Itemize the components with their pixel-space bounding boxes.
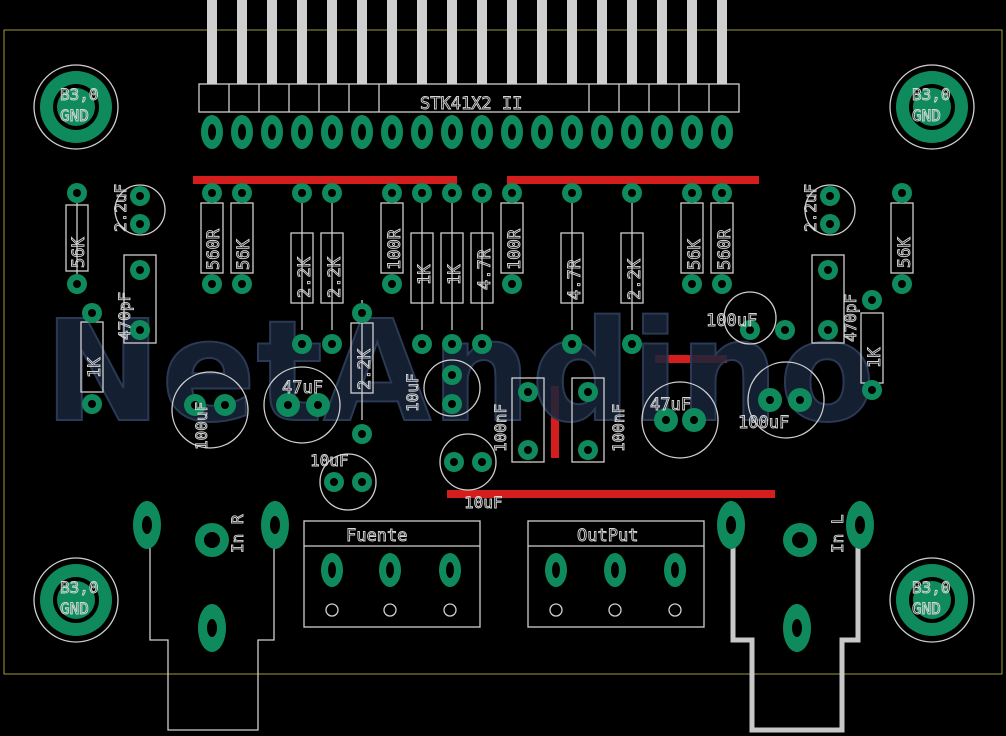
resistor-r56k-right [680, 183, 704, 294]
resistor-r560r-right [710, 183, 734, 294]
ic-pads [201, 115, 733, 149]
mount-hole-tr [889, 64, 975, 150]
cap-100n-b [571, 377, 605, 463]
label-2u2-left: 2.2uF [111, 184, 130, 232]
cap-2u2-right [804, 184, 856, 236]
resistor-r4r7-a [470, 183, 494, 354]
resistor-r1k-right [860, 290, 884, 400]
jumper-traces [193, 176, 775, 498]
cap-2u2-left [114, 184, 166, 236]
mount-hole-bl-net: GND [60, 599, 89, 618]
terminal-power-label: Fuente [346, 526, 407, 546]
resistor-r56k-left [65, 183, 89, 294]
label-100u-right: 100uF [738, 413, 789, 433]
terminal-output-label: OutPut [577, 526, 638, 546]
cap-100u-right [747, 361, 825, 439]
resistor-r100r-left [380, 183, 404, 294]
resistor-r560r-left [200, 183, 224, 294]
label-100u-left: 100uF [192, 402, 211, 450]
label-2k2-c: 2.2K [355, 348, 375, 390]
label-2k2-d: 2.2K [625, 258, 645, 300]
label-10u-lower: 10uF [464, 493, 503, 512]
resistor-r2k2-a [290, 183, 314, 354]
terminal-power [303, 520, 481, 628]
resistor-r2k2-b [320, 183, 344, 354]
resistor-r2k2-c [350, 300, 374, 444]
label-4r7-a: 4.7R [475, 248, 495, 290]
cap-470p-right [811, 254, 845, 344]
label-470p-right: 470pF [841, 294, 860, 342]
cap-100u-left [171, 371, 249, 449]
label-47u-right: 47uF [650, 395, 691, 415]
mount-hole-tr-net: GND [912, 106, 941, 125]
resistor-r100r-right [500, 183, 524, 294]
label-2k2-a: 2.2K [295, 256, 315, 298]
header-pins [207, 0, 727, 84]
mount-hole-br-net: GND [912, 599, 941, 618]
mount-hole-bl [33, 557, 119, 643]
rca-jack-left [717, 501, 874, 733]
ic-pin-dividers [228, 84, 710, 112]
label-1k-b: 1K [445, 264, 465, 285]
rca-jack-left-label: In L [828, 514, 847, 553]
cap-47u-right [641, 381, 719, 459]
label-10u-mid: 10uF [403, 373, 422, 412]
label-1k-right: 1K [865, 347, 885, 368]
cap-100u-right-top [723, 291, 795, 345]
label-2k2-b: 2.2K [325, 256, 345, 298]
cap-10u-lower [439, 433, 497, 491]
ic-label: STK41X2 II [420, 94, 522, 114]
mount-hole-tl-value: B3,0 [60, 85, 99, 104]
mount-hole-bl-value: B3,0 [60, 578, 99, 597]
label-100n-b: 100nF [609, 404, 628, 452]
label-100u-right-top: 100uF [706, 311, 757, 331]
cap-470p-left [123, 254, 157, 344]
label-56k-left: 56K [69, 237, 89, 268]
mount-hole-tl [33, 64, 119, 150]
resistor-r1k-left [80, 303, 104, 414]
label-1k-a: 1K [415, 264, 435, 285]
mount-hole-br [889, 557, 975, 643]
label-100n-a: 100nF [491, 404, 510, 452]
ic-body-outline [198, 83, 740, 113]
label-560r-right: 560R [715, 228, 735, 270]
resistor-r56k-left2 [230, 183, 254, 294]
rca-jack-right-label: In R [228, 514, 247, 553]
terminal-output [527, 520, 705, 628]
label-56k-left2: 56K [234, 239, 254, 270]
label-4r7-b: 4.7R [565, 258, 585, 300]
label-47u-left: 47uF [282, 378, 323, 398]
resistor-r4r7-b [560, 183, 584, 354]
label-100r-left: 100R [385, 228, 405, 270]
label-56k-right: 56K [685, 239, 705, 270]
resistor-r56k-far-right [890, 183, 914, 294]
label-560r-left: 560R [204, 228, 224, 270]
label-10u-bottom-left: 10uF [310, 451, 349, 470]
resistor-r2k2-d [620, 183, 644, 354]
cap-47u-left [263, 366, 341, 444]
label-56k-far-right: 56K [895, 237, 915, 268]
label-1k-left: 1K [85, 357, 105, 378]
resistor-r1k-b [440, 183, 464, 354]
label-100r-right: 100R [505, 228, 525, 270]
rca-jack-right [133, 501, 289, 731]
mount-hole-tr-value: B3,0 [912, 85, 951, 104]
cap-100n-a [511, 377, 545, 463]
label-2u2-right: 2.2uF [801, 184, 820, 232]
mount-hole-tl-net: GND [60, 106, 89, 125]
label-470p-left: 470pF [115, 292, 134, 340]
board-outline [3, 29, 1003, 675]
cap-10u-mid [423, 359, 481, 417]
cap-10u-bottom-left [319, 453, 377, 511]
mount-hole-br-value: B3,0 [912, 578, 951, 597]
resistor-r1k-a [410, 183, 434, 354]
